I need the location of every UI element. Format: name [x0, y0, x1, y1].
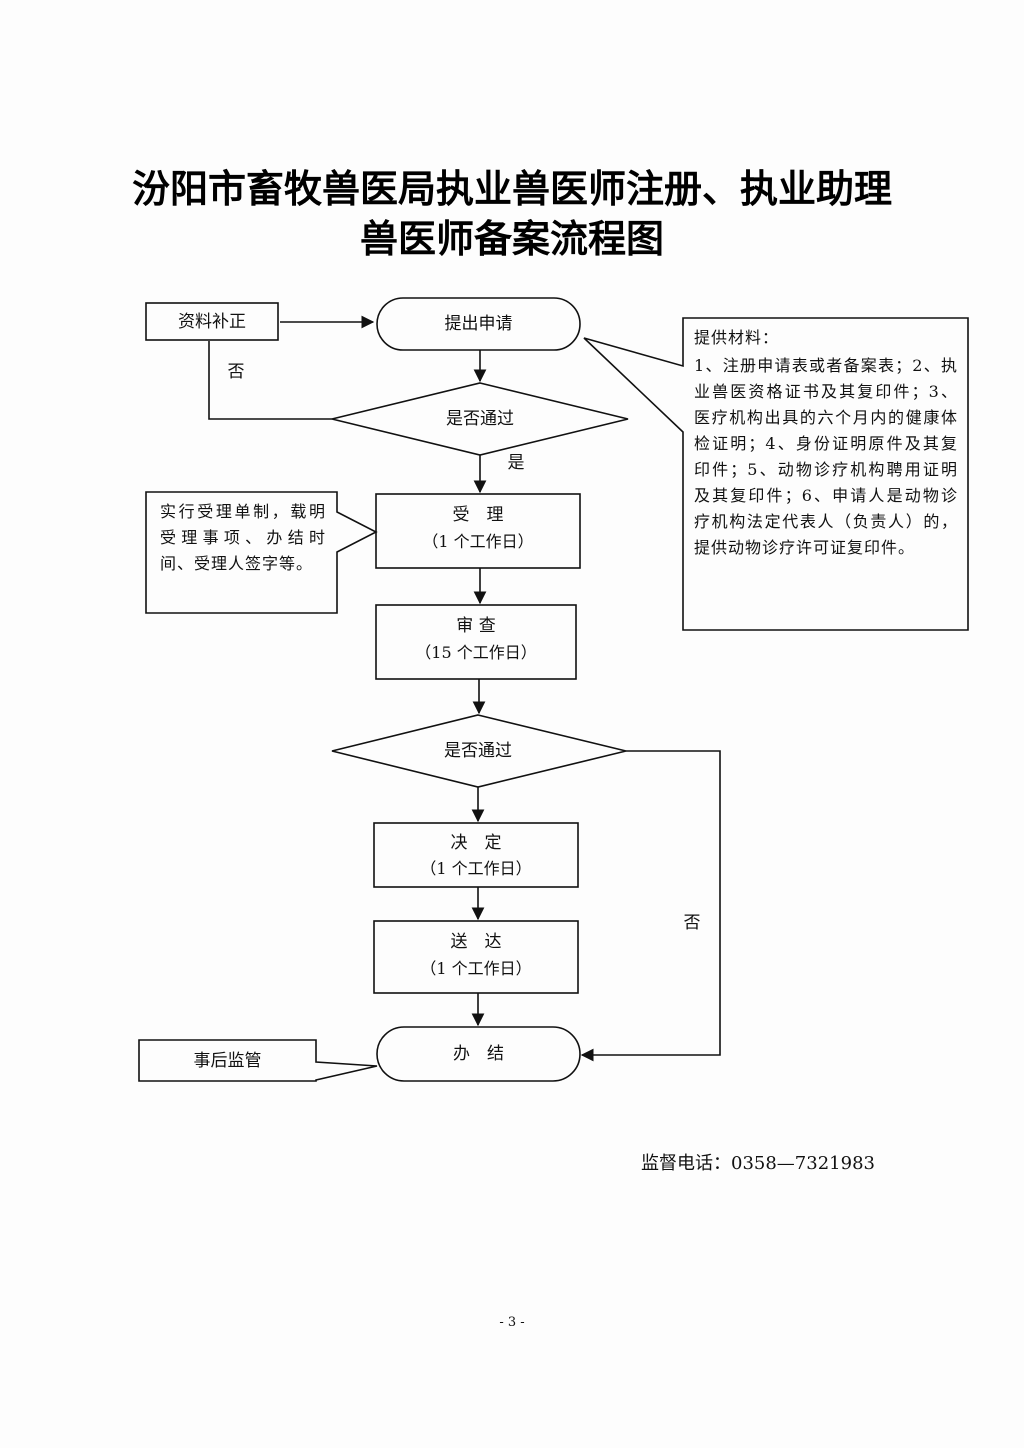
deliver-box [373, 920, 579, 994]
arrow-decision1-no-to-supplement [208, 341, 332, 420]
title-line-2: 兽医师备案流程图 [359, 216, 664, 261]
finish-label: 办 结 [453, 1044, 504, 1064]
review-box [375, 604, 577, 680]
submit-terminal [376, 297, 581, 351]
deliver-duration: （1 个工作日） [420, 959, 532, 978]
review-label: 审 查 [456, 616, 496, 636]
materials-text: 1、注册申请表或者备案表；2、执业兽医资格证书及其复印件；3、医疗机构出具的六个… [694, 356, 958, 557]
supervise-label: 事后监管 [193, 1051, 262, 1071]
arrow-decision2-no-to-finish [580, 750, 721, 1062]
supervision-phone: 监督电话：0358—7321983 [641, 1153, 875, 1174]
decide-box [373, 822, 579, 888]
supplement-box [145, 302, 279, 341]
decision-1-label: 是否通过 [446, 409, 514, 429]
supervise-callout [138, 1039, 378, 1082]
accept-label: 受 理 [452, 505, 504, 525]
edge-label-no-1: 否 [227, 362, 245, 382]
accept-duration: （1 个工作日） [422, 532, 534, 551]
submit-label: 提出申请 [444, 314, 513, 334]
deliver-label: 送 达 [450, 932, 502, 952]
finish-terminal [376, 1026, 581, 1082]
decide-duration: （1 个工作日） [420, 859, 532, 878]
accept-note-text: 实行受理单制，载明受理事项、办结时间、受理人签字等。 [160, 502, 326, 573]
edge-label-yes-1: 是 [507, 453, 525, 473]
title-line-1: 汾阳市畜牧兽医局执业兽医师注册、执业助理 [131, 166, 892, 211]
edge-label-no-2: 否 [683, 913, 701, 933]
decision-2-label: 是否通过 [444, 741, 512, 761]
page-number: - 3 - [499, 1315, 525, 1330]
materials-title: 提供材料： [694, 328, 780, 347]
accept-box [375, 493, 581, 569]
supplement-label: 资料补正 [178, 312, 246, 332]
review-duration: （15 个工作日） [415, 643, 537, 662]
materials-callout [583, 317, 969, 631]
decide-label: 决 定 [450, 833, 502, 853]
accept-note-callout [145, 491, 378, 614]
